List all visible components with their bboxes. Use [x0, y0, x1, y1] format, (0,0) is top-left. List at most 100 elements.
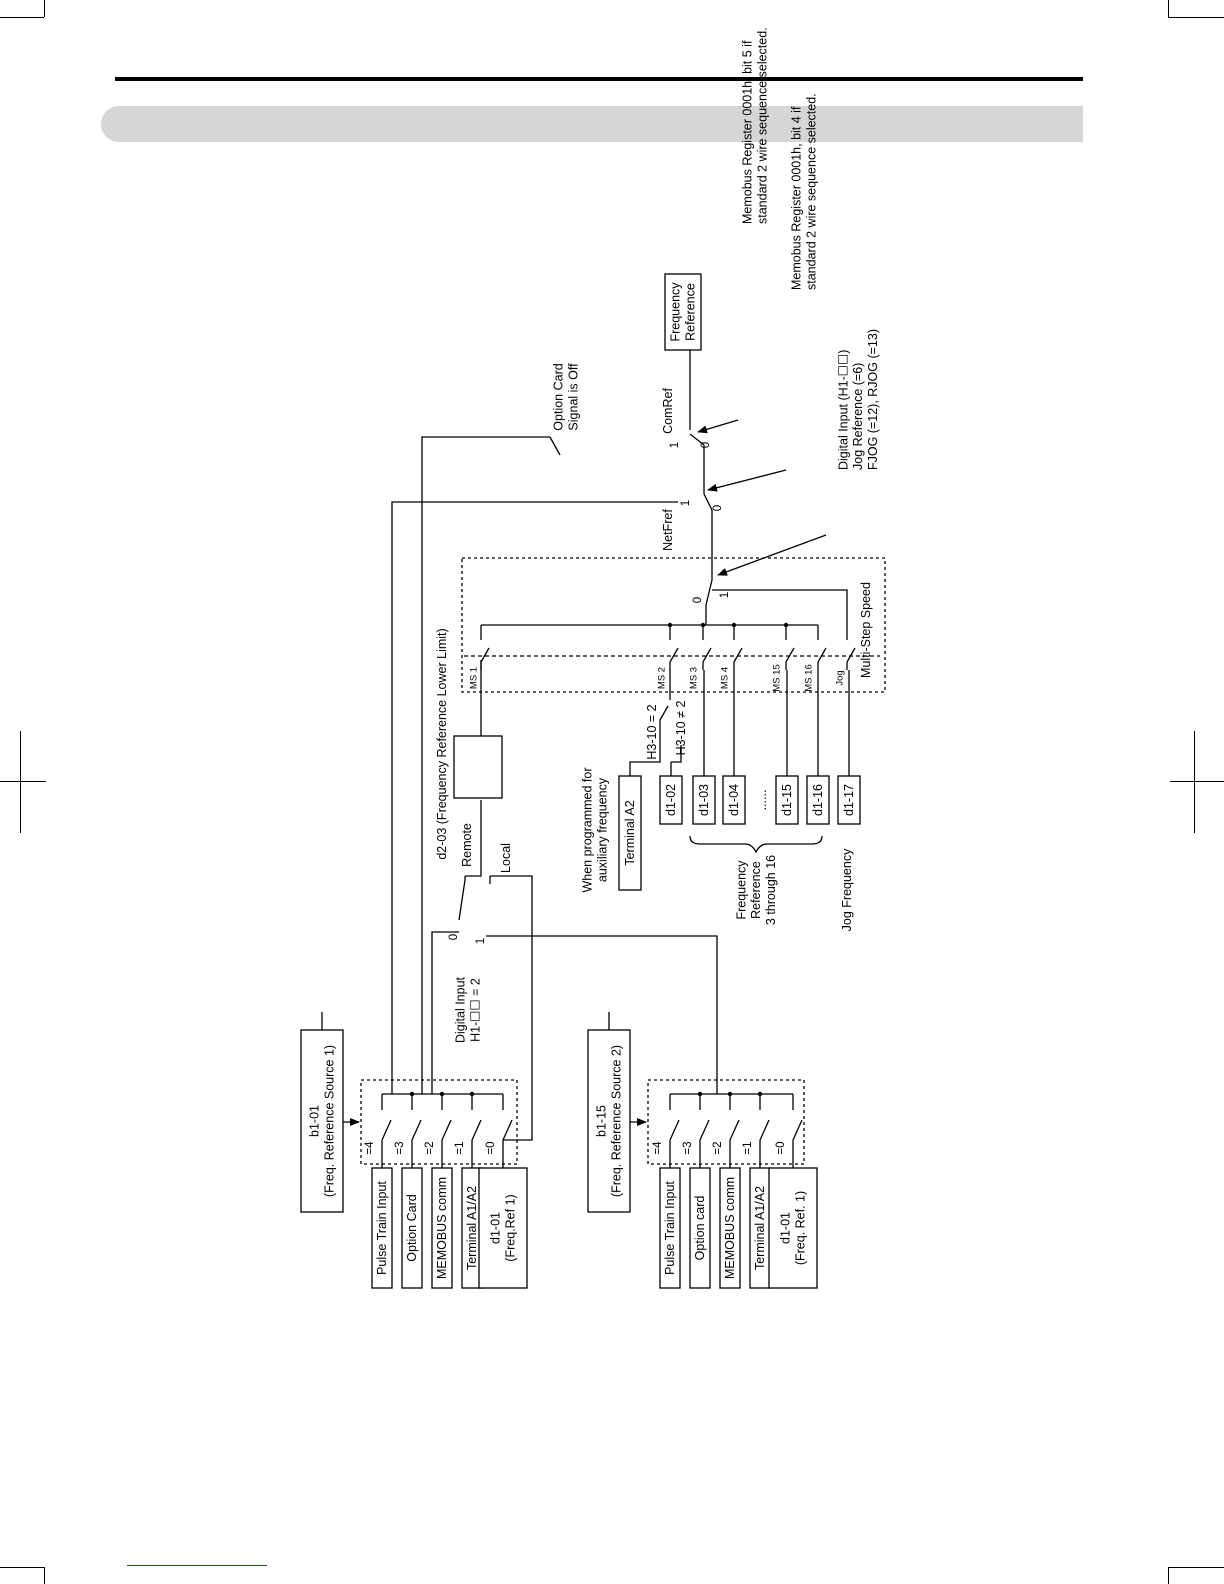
memobus-comm-input-2-switch-blade [729, 1119, 740, 1141]
param-box-d1-15 [775, 775, 799, 825]
auxiliary-frequency-note-line: auxiliary frequency [595, 777, 609, 882]
pulse-train-input-2-switch-blade [669, 1119, 680, 1141]
memobus-comm-input-1-label-line: MEMOBUS comm [435, 1177, 449, 1279]
src2-pulse-train-input-2 [659, 1167, 681, 1289]
pulse-train-input-2-label-line: Pulse Train Input [663, 1181, 677, 1275]
comref-1-line: 1 [669, 442, 681, 448]
digital-input-jog-label-line: FJOG (=12), RJOG (=13) [866, 329, 880, 470]
remote-local-switch-0-line: 0 [448, 934, 460, 940]
terminal-a1a2-input-2-selector-value-line: =1 [742, 1141, 754, 1154]
netfref-1: 1 [680, 500, 692, 506]
d1-01-input-2-label: d1-01(Freq. Ref. 1) [779, 1191, 808, 1265]
source1-to-switch-0-wire [431, 931, 459, 1094]
param-box-label-d1-02-line: d1-02 [664, 784, 678, 816]
crop-mark [1194, 731, 1195, 833]
netfref-1-line: 1 [680, 500, 692, 506]
b1-15-selector-dashed-box [647, 1079, 805, 1165]
src1-pulse-train-input-1 [371, 1167, 393, 1289]
ellipsis-line: ...... [755, 790, 769, 811]
remote-label-line: Remote [460, 823, 474, 867]
ms-label-0: MS 1 [469, 667, 480, 689]
terminal-a2-label: Terminal A2 [623, 800, 637, 865]
ms-label-3: MS 4 [720, 667, 731, 689]
jog-select-1-line: 1 [719, 592, 731, 598]
terminal-a1a2-input-1-label: Terminal A1/A2 [465, 1186, 479, 1270]
memobus-comm-input-2-label-line: MEMOBUS comm [723, 1177, 737, 1279]
ms-switch-blade-1 [669, 647, 679, 663]
b1-15: b1-15(Freq. Reference Source 2) [595, 1045, 624, 1197]
jog-frequency-label-line: Jog Frequency [840, 848, 854, 931]
d1-02-to-h3-wire [671, 745, 682, 763]
memobus-comm-input-2-selector-value-line: =2 [712, 1141, 724, 1154]
param-box-label-d1-03: d1-03 [697, 784, 711, 816]
pulse-train-netfref-wire [391, 501, 678, 1094]
remote-local-switch-1-line: 1 [475, 938, 487, 944]
comref-label-line: ComRef [661, 388, 675, 434]
terminal-a1a2-input-2-selector-value: =1 [742, 1141, 754, 1154]
b1-01-selector-dashed-box [360, 1079, 518, 1165]
digital-input-jog-label-line: Digital Input (H1-☐☐) [836, 350, 850, 470]
ellipsis: ...... [755, 790, 769, 811]
memobus-bit4-label-line: Memobus Register 0001h, bit 4 if [790, 106, 804, 290]
netfref-0-line: 0 [712, 505, 724, 511]
pulse-train-input-1-label-line: Pulse Train Input [375, 1181, 389, 1275]
junction-dot [439, 1091, 445, 1097]
b1-01-box [300, 1029, 344, 1213]
param-box-d1-02 [659, 775, 683, 825]
pulse-train-input-2-selector-value: =4 [652, 1141, 664, 1155]
crop-mark [44, 1567, 45, 1584]
memobus-bit4-label-line: standard 2 wire sequence selected. [804, 93, 818, 290]
terminal-a1a2-input-1-switch-blade [471, 1119, 482, 1141]
netfref-label: NetFref [661, 509, 675, 551]
param-box-label-d1-03-line: d1-03 [697, 784, 711, 816]
junction-dot [697, 1091, 703, 1097]
footer-link-underline[interactable] [127, 1565, 267, 1566]
option-card-input-1-label-line: Option Card [405, 1194, 419, 1261]
b1-01-line: (Freq. Reference Source 1) [322, 1045, 336, 1197]
jog-select-0: 0 [692, 597, 704, 603]
ms-label-3-line: MS 4 [720, 667, 731, 689]
d1-01-input-2-label-line: (Freq. Ref. 1) [793, 1191, 807, 1265]
frequency-reference-output-label-line: Frequency [669, 282, 683, 342]
comref-0-line: 0 [700, 442, 712, 448]
option-card-input-2-label: Option card [693, 1196, 707, 1261]
option-card-switch-blade [549, 436, 561, 456]
junction-dot [469, 1091, 475, 1097]
junction-dot [409, 1091, 415, 1097]
ms-label-5-line: MS 16 [804, 664, 815, 691]
comref-label: ComRef [661, 388, 675, 434]
h3-10-neq-label: H3-10 ≠ 2 [674, 701, 688, 756]
netfref-label-line: NetFref [661, 509, 675, 551]
remote-to-limiter-wire [465, 800, 482, 877]
option-card-input-2-switch-blade [699, 1119, 710, 1141]
pulse-train-input-2-label: Pulse Train Input [663, 1181, 677, 1275]
ms-label-1-line: MS 2 [657, 667, 668, 689]
digital-input-remote-local-label-line: Digital Input [454, 976, 468, 1043]
junction-dot [757, 1091, 763, 1097]
h3-10-neq-label-line: H3-10 ≠ 2 [674, 701, 688, 756]
d2-03-label: d2-03 (Frequency Reference Lower Limit) [435, 628, 449, 859]
param-box-d1-03 [692, 775, 716, 825]
ms-switch-blade-0 [480, 647, 490, 663]
option-card-input-2-label-line: Option card [693, 1196, 707, 1261]
param-box-label-d1-02: d1-02 [664, 784, 678, 816]
ms-switch-blade-5 [817, 647, 827, 663]
jog-to-select-wire [712, 589, 848, 640]
auxiliary-frequency-note-line: When programmed for [581, 767, 595, 892]
local-label: Local [499, 843, 513, 873]
h3-10-switch-blade [659, 705, 669, 721]
memobus-bit4-arrow [707, 469, 787, 492]
src2-memobus-comm-input-2 [719, 1167, 741, 1289]
param-box-label-d1-17: d1-17 [842, 784, 856, 816]
terminal-a2-wire [629, 720, 661, 776]
option-card-signal-off-label-line: Option Card [552, 363, 566, 430]
crop-mark [20, 731, 21, 833]
d1-01-input-1-selector-value-line: =0 [485, 1141, 497, 1154]
memobus-bit5-label-line: standard 2 wire sequence selected. [755, 27, 769, 224]
memobus-bit5-arrow [697, 419, 739, 434]
pulse-train-input-1-label: Pulse Train Input [375, 1181, 389, 1275]
ms-label-2: MS 3 [689, 667, 700, 689]
terminal-a2-label-line: Terminal A2 [623, 800, 637, 865]
